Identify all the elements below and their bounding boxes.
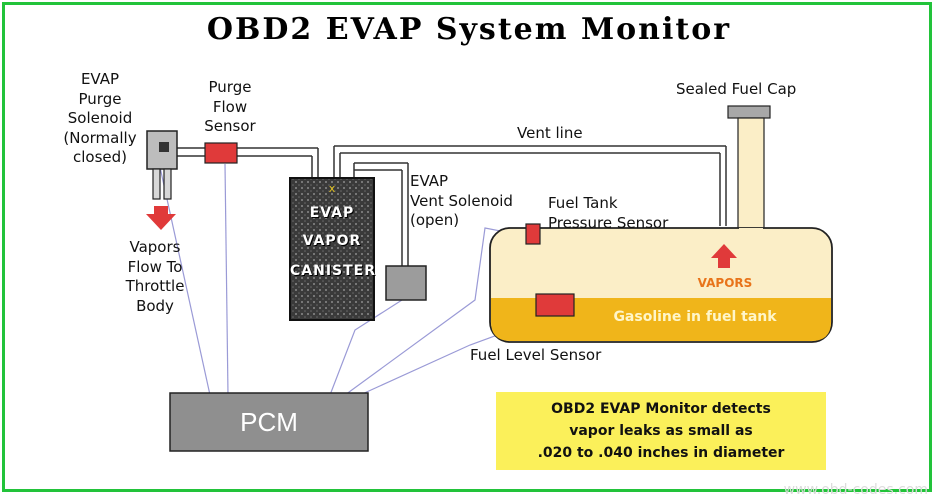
- pcm-label: PCM: [240, 407, 298, 437]
- vapors-flow-label: Vapors Flow To Throttle Body: [125, 238, 185, 315]
- watermark: www.obd-codes.com: [783, 482, 928, 498]
- vent-solenoid-label: EVAP Vent Solenoid (open): [410, 172, 513, 229]
- fuel-level-sensor-label: Fuel Level Sensor: [470, 346, 602, 364]
- purge-line: [175, 147, 319, 178]
- evap-canister: [289, 177, 375, 321]
- note-line-1: OBD2 EVAP Monitor detects: [551, 401, 771, 417]
- purge-solenoid-label: EVAP Purge Solenoid (Normally closed): [63, 70, 137, 166]
- fuel-cap: [727, 105, 771, 119]
- note-line-3: .020 to .040 inches in diameter: [537, 445, 785, 461]
- diagram-title: OBD2 EVAP System Monitor: [206, 12, 732, 47]
- diagram-border: [2, 2, 932, 492]
- vapor-flow-arrow: [146, 206, 176, 230]
- vent-line-label: Vent line: [517, 124, 583, 142]
- vapors-label: VAPORS: [697, 276, 753, 290]
- purge-solenoid: [146, 130, 178, 200]
- note-line-2: vapor leaks as small as: [569, 423, 753, 439]
- canister-inlet-mark: x: [329, 182, 336, 195]
- fuel-level-sensor: [535, 293, 575, 317]
- purge-flow-sensor-label: Purge Flow Sensor: [204, 78, 256, 135]
- filler-neck: [737, 117, 765, 237]
- gasoline-label: Gasoline in fuel tank: [613, 309, 777, 325]
- leak-detection-note: OBD2 EVAP Monitor detects vapor leaks as…: [496, 392, 826, 470]
- canister-label-2: VAPOR: [302, 233, 362, 249]
- canister-label-1: EVAP: [309, 205, 355, 221]
- vent-line-pipe: [333, 145, 727, 226]
- gasoline-level: [491, 298, 831, 341]
- fuel-cap-label: Sealed Fuel Cap: [676, 80, 797, 98]
- filler-neck-opening: [739, 228, 763, 232]
- vent-solenoid: [385, 265, 427, 301]
- vent-solenoid-pipe: [353, 162, 409, 266]
- tank-pressure-sensor-label: Fuel Tank Pressure Sensor: [548, 194, 669, 232]
- tank-pressure-sensor: [525, 223, 541, 245]
- canister-label-3: CANISTER: [290, 263, 377, 279]
- pcm-box: [169, 392, 369, 452]
- vapors-up-arrow: [711, 244, 737, 268]
- purge-flow-sensor: [204, 142, 238, 164]
